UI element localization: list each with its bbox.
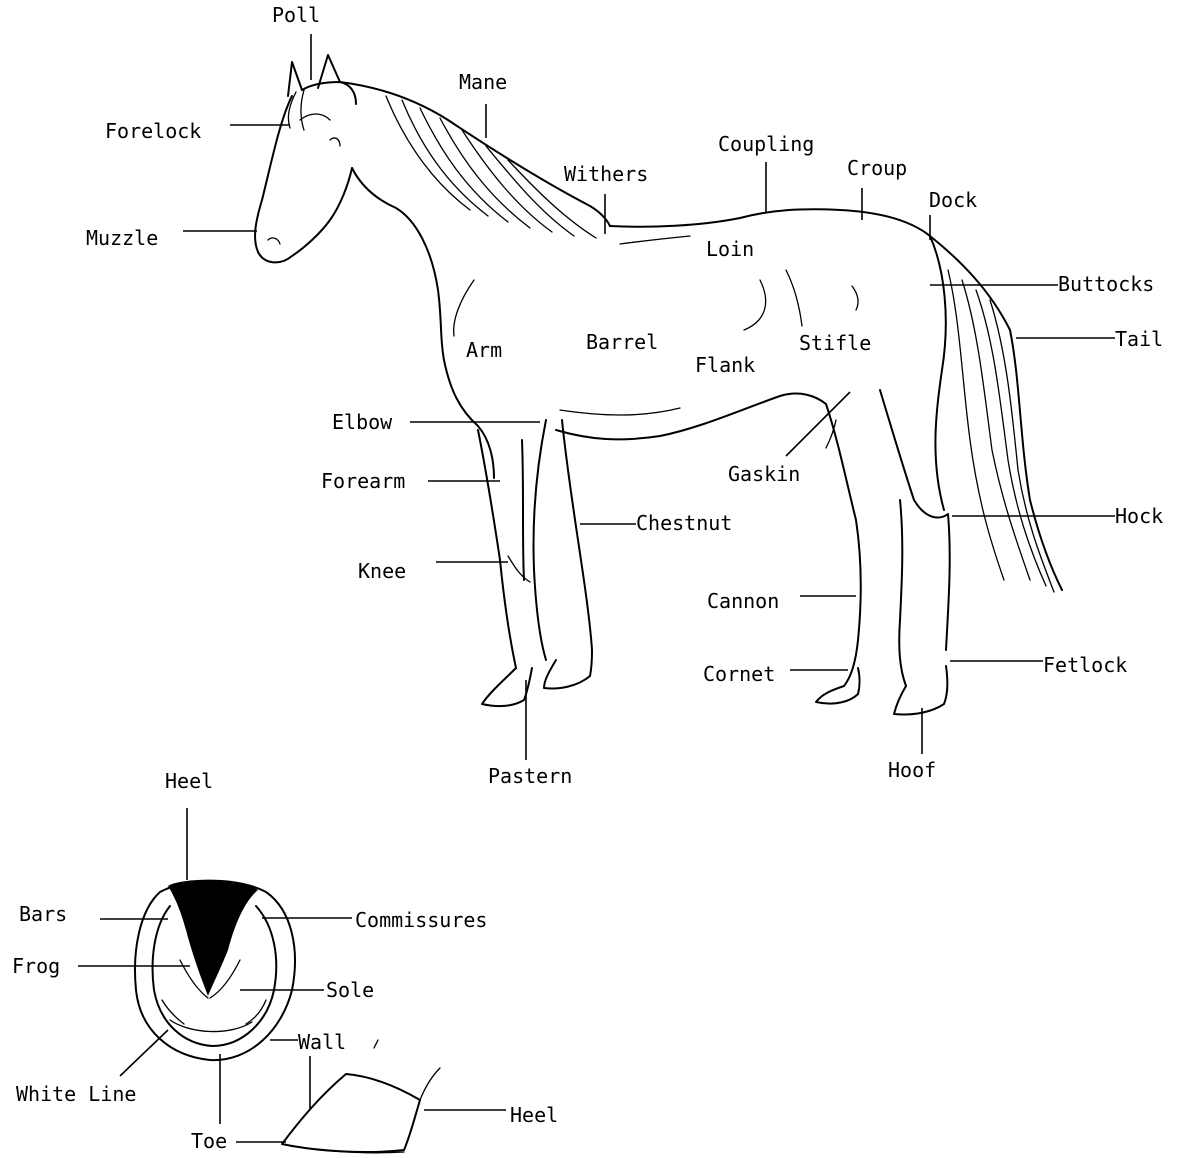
leader-white-line xyxy=(120,1030,168,1076)
hoof-sole-illustration xyxy=(135,880,295,1060)
hoof-side-illustration xyxy=(282,1040,440,1153)
label-white-line: White Line xyxy=(16,1082,136,1106)
label-hock: Hock xyxy=(1115,504,1163,528)
label-cornet: Cornet xyxy=(703,662,775,686)
label-arm: Arm xyxy=(466,338,502,362)
horse-leader-lines xyxy=(183,34,1115,760)
label-bars: Bars xyxy=(19,902,67,926)
hoof-labels: Heel Bars Commissures Frog Sole Wall Whi… xyxy=(12,769,558,1153)
label-sole: Sole xyxy=(326,978,374,1002)
label-hoof: Hoof xyxy=(888,758,936,782)
label-fetlock: Fetlock xyxy=(1043,653,1127,677)
label-gaskin: Gaskin xyxy=(728,462,800,486)
label-barrel: Barrel xyxy=(586,330,658,354)
label-frog: Frog xyxy=(12,954,60,978)
label-croup: Croup xyxy=(847,156,907,180)
label-wall: Wall xyxy=(298,1030,346,1054)
label-flank: Flank xyxy=(695,353,755,377)
label-elbow: Elbow xyxy=(332,410,393,434)
label-muzzle: Muzzle xyxy=(86,226,158,250)
label-heel-side: Heel xyxy=(510,1103,558,1127)
label-pastern: Pastern xyxy=(488,764,572,788)
label-coupling: Coupling xyxy=(718,132,814,156)
label-loin: Loin xyxy=(706,237,754,261)
label-mane: Mane xyxy=(459,70,507,94)
label-tail: Tail xyxy=(1115,327,1163,351)
label-toe: Toe xyxy=(191,1129,227,1153)
label-knee: Knee xyxy=(358,559,406,583)
horse-illustration xyxy=(255,55,1062,715)
label-buttocks: Buttocks xyxy=(1058,272,1154,296)
label-commissures: Commissures xyxy=(355,908,487,932)
label-chestnut: Chestnut xyxy=(636,511,732,535)
hoof-leader-lines xyxy=(78,808,506,1142)
label-withers: Withers xyxy=(564,162,648,186)
label-stifle: Stifle xyxy=(799,331,871,355)
label-dock: Dock xyxy=(929,188,977,212)
label-heel-top: Heel xyxy=(165,769,213,793)
horse-labels: Poll Mane Forelock Coupling Croup Wither… xyxy=(86,3,1163,788)
label-forearm: Forearm xyxy=(321,469,405,493)
label-cannon: Cannon xyxy=(707,589,779,613)
label-forelock: Forelock xyxy=(105,119,201,143)
label-poll: Poll xyxy=(272,3,320,27)
leader-gaskin xyxy=(786,392,850,456)
